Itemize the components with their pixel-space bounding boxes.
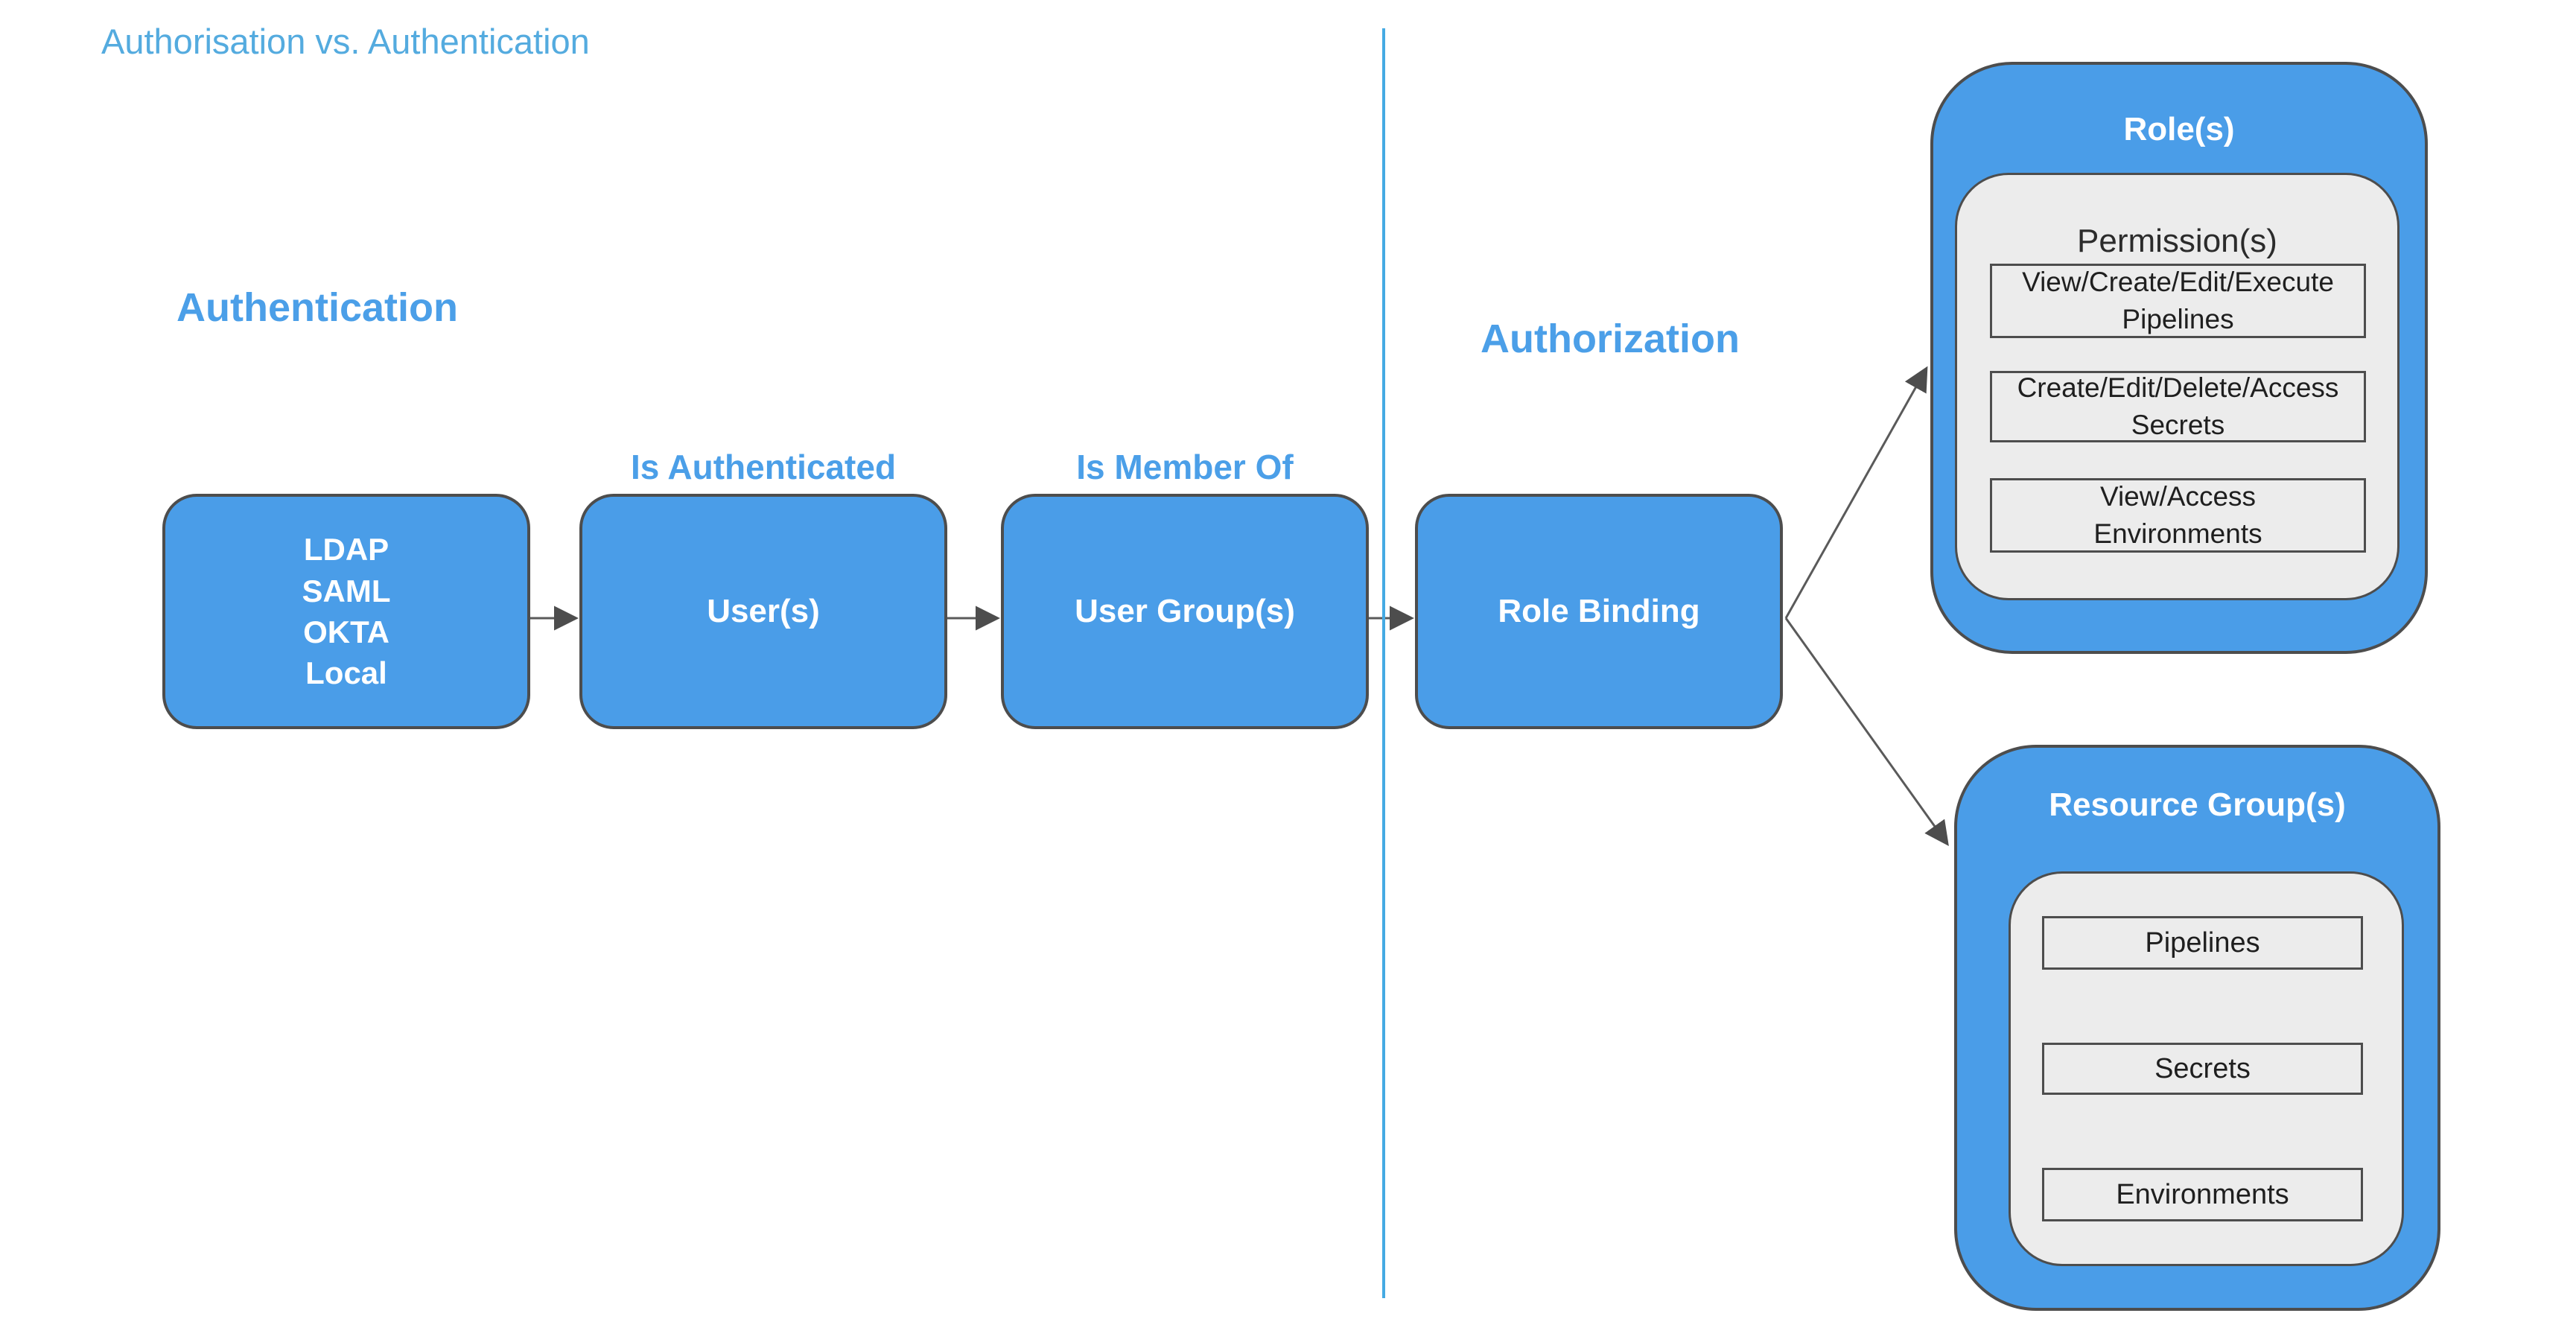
- section-heading-authorization: Authorization: [1481, 317, 1740, 361]
- permission-item-pipelines: View/Create/Edit/Execute Pipelines: [1990, 264, 2366, 338]
- divider-line: [1382, 28, 1385, 1298]
- node-users: User(s): [579, 494, 947, 729]
- permissions-title: Permission(s): [2077, 223, 2277, 259]
- resource-item-secrets: Secrets: [2042, 1043, 2363, 1095]
- edge-label-is-authenticated: Is Authenticated: [630, 448, 897, 486]
- section-heading-authentication: Authentication: [176, 285, 458, 330]
- roles-title: Role(s): [2123, 111, 2235, 147]
- roles-container: Role(s) Permission(s) View/Create/Edit/E…: [1930, 62, 2428, 654]
- permissions-panel: Permission(s) View/Create/Edit/Execute P…: [1955, 173, 2400, 600]
- node-role-binding: Role Binding: [1415, 494, 1783, 729]
- node-identity-providers: LDAP SAML OKTA Local: [162, 494, 530, 729]
- permission-item-secrets: Create/Edit/Delete/Access Secrets: [1990, 371, 2366, 442]
- resource-item-environments: Environments: [2042, 1168, 2363, 1221]
- arrow-binding-to-resource-groups: [1784, 617, 1949, 847]
- resource-groups-container: Resource Group(s) Pipelines Secrets Envi…: [1954, 745, 2440, 1311]
- arrow-binding-to-roles: [1784, 366, 1928, 619]
- resource-item-pipelines: Pipelines: [2042, 916, 2363, 970]
- resource-groups-panel: Pipelines Secrets Environments: [2009, 871, 2404, 1266]
- resource-groups-title: Resource Group(s): [2049, 786, 2346, 823]
- page-title: Authorisation vs. Authentication: [101, 22, 590, 61]
- node-user-groups: User Group(s): [1001, 494, 1369, 729]
- permission-item-environments: View/Access Environments: [1990, 478, 2366, 553]
- edge-label-is-member-of: Is Member Of: [1076, 448, 1294, 486]
